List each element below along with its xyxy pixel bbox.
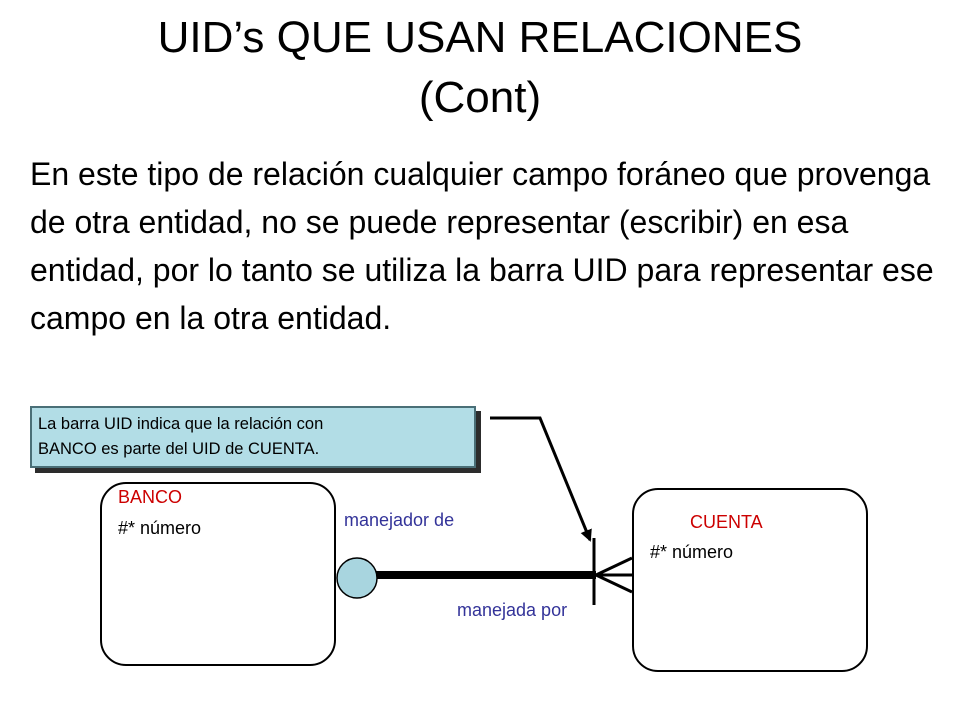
uid-bar-callout: La barra UID indica que la relación con … [30,406,476,468]
title-line-2: (Cont) [418,73,542,122]
crows-foot-icon [595,556,633,594]
entity-cuenta-name: CUENTA [690,512,763,532]
callout-line-2: BANCO es parte del UID de CUENTA. [38,440,320,458]
title-line-1: UID’s QUE USAN RELACIONES [157,13,803,62]
entity-cuenta-attribute: #* número [650,542,734,562]
explanation-paragraph: En este tipo de relación cualquier campo… [30,156,934,336]
relationship-label-top: manejador de [344,510,455,530]
entity-banco-attribute: #* número [118,518,202,538]
entity-banco-name: BANCO [118,487,183,507]
slide-title: UID’s QUE USAN RELACIONES (Cont) [0,8,960,128]
callout-arrow [490,416,592,542]
entity-cuenta [632,488,868,672]
entity-banco [100,482,336,666]
relationship-label-bottom: manejada por [457,600,568,620]
callout-line-1: La barra UID indica que la relación con [38,415,324,433]
optional-circle-icon [336,557,378,599]
